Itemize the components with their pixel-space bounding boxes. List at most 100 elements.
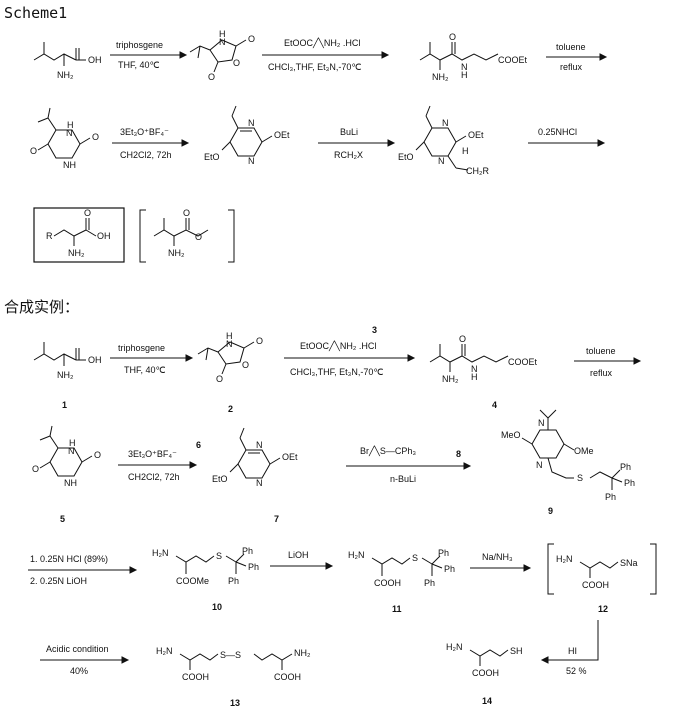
step-reagent-above: triphosgene (116, 40, 163, 50)
svg-text:NH₂: NH₂ (442, 374, 459, 384)
svg-text:14: 14 (482, 696, 492, 706)
nca-structure: H N O O O (189, 29, 255, 82)
svg-text:BuLi: BuLi (340, 127, 358, 137)
svg-text:O: O (242, 360, 249, 370)
svg-text:12: 12 (598, 604, 608, 614)
svg-text:N: N (538, 418, 545, 428)
svg-text:OEt: OEt (282, 452, 298, 462)
svg-text:NH: NH (63, 160, 76, 170)
svg-text:Ph: Ph (424, 578, 435, 588)
svg-text:Ph: Ph (242, 546, 253, 556)
svg-text:O: O (449, 32, 456, 42)
svg-text:N: N (442, 118, 449, 128)
hydroxyl-label: OH (88, 55, 102, 65)
svg-text:reflux: reflux (590, 368, 613, 378)
svg-text:O: O (208, 72, 215, 82)
svg-text:H₂N: H₂N (152, 548, 169, 558)
svg-text:THF, 40℃: THF, 40℃ (124, 365, 166, 375)
svg-text:COOH: COOH (274, 672, 301, 682)
diketopiperazine-structure: H N O O NH (30, 107, 99, 170)
svg-text:O: O (183, 208, 190, 218)
svg-text:3: 3 (372, 325, 377, 335)
synthesis-example-title: 合成实例： (4, 298, 79, 316)
svg-text:11: 11 (392, 604, 402, 614)
svg-text:H: H (67, 120, 74, 130)
svg-text:NH: NH (64, 478, 77, 488)
svg-text:COOEt: COOEt (508, 357, 538, 367)
svg-text:O: O (256, 336, 263, 346)
svg-text:NH₂: NH₂ (68, 248, 85, 258)
svg-text:H: H (471, 372, 478, 382)
svg-text:N: N (536, 460, 543, 470)
svg-text:O: O (92, 132, 99, 142)
svg-text:CH2Cl2, 72h: CH2Cl2, 72h (128, 472, 180, 482)
svg-text:NH₂: NH₂ (168, 248, 185, 258)
svg-text:N: N (256, 478, 263, 488)
svg-text:CHCl₃,THF, Et₃N,-70℃: CHCl₃,THF, Et₃N,-70℃ (290, 367, 383, 377)
svg-text:toluene: toluene (556, 42, 586, 52)
compound-2-structure: H N O O O (197, 331, 263, 384)
svg-text:Br╱╲S—CPh₃: Br╱╲S—CPh₃ (360, 445, 416, 457)
svg-text:H: H (461, 70, 468, 80)
product-box (33, 207, 125, 263)
svg-text:reflux: reflux (560, 62, 583, 72)
svg-text:4: 4 (492, 400, 497, 410)
svg-text:SNa: SNa (620, 558, 638, 568)
svg-text:SH: SH (510, 646, 523, 656)
svg-text:S—S: S—S (220, 650, 241, 660)
svg-text:EtOOC╱╲NH₂ .HCl: EtOOC╱╲NH₂ .HCl (300, 340, 376, 352)
compound-1-structure: OH NH₂ (33, 342, 102, 380)
svg-text:H: H (219, 29, 226, 39)
svg-text:O: O (195, 232, 202, 242)
svg-text:Ph: Ph (248, 562, 259, 572)
svg-text:COOH: COOH (472, 668, 499, 678)
step-condition-below: THF, 40℃ (118, 60, 160, 70)
svg-text:R: R (46, 231, 53, 241)
svg-text:0.25NHCl: 0.25NHCl (538, 127, 577, 137)
svg-text:NH₂: NH₂ (294, 648, 311, 658)
svg-text:N: N (68, 446, 75, 456)
svg-text:H: H (69, 438, 76, 448)
svg-text:8: 8 (456, 449, 461, 459)
svg-text:Ph: Ph (228, 576, 239, 586)
svg-text:O: O (233, 58, 240, 68)
compound-number: 1 (62, 400, 67, 410)
svg-text:N: N (438, 156, 445, 166)
scheme-title: Scheme1 (4, 4, 67, 22)
svg-text:40%: 40% (70, 666, 88, 676)
bislactim-ether-structure: N OEt EtO N (204, 105, 290, 166)
svg-text:O: O (216, 374, 223, 384)
svg-text:NH₂: NH₂ (57, 370, 74, 380)
svg-text:1. 0.25N HCl (89%): 1. 0.25N HCl (89%) (30, 554, 108, 564)
svg-text:O: O (30, 146, 37, 156)
compound-14-structure: H₂N SH COOH (446, 642, 523, 678)
svg-text:N: N (66, 128, 73, 138)
svg-text:H₂N: H₂N (556, 554, 573, 564)
svg-text:N: N (226, 339, 233, 349)
svg-text:OMe: OMe (574, 446, 594, 456)
svg-text:3Et₃O⁺BF₄⁻: 3Et₃O⁺BF₄⁻ (128, 449, 177, 459)
svg-text:OEt: OEt (274, 130, 290, 140)
svg-text:O: O (84, 208, 91, 218)
svg-text:N: N (248, 118, 255, 128)
svg-text:H₂N: H₂N (348, 550, 365, 560)
valine-methyl-ester-byproduct: O O NH₂ (139, 208, 235, 263)
svg-text:HI: HI (568, 646, 577, 656)
svg-text:COOMe: COOMe (176, 576, 209, 586)
amine-label: NH₂ (57, 70, 74, 80)
svg-text:3Et₃O⁺BF₄⁻: 3Et₃O⁺BF₄⁻ (120, 127, 169, 137)
svg-text:Ph: Ph (624, 478, 635, 488)
svg-text:CHCl₃,THF, Et₃N,-70℃: CHCl₃,THF, Et₃N,-70℃ (268, 62, 361, 72)
compound-4-structure: O N H COOEt NH₂ (429, 334, 538, 384)
svg-text:6: 6 (196, 440, 201, 450)
alkylated-bislactim-structure: N OEt EtO N H CH₂R (398, 105, 489, 176)
svg-text:S: S (216, 551, 222, 561)
svg-text:EtO: EtO (212, 474, 228, 484)
amino-acid-product-structure: R O OH NH₂ (46, 208, 111, 258)
svg-text:COOEt: COOEt (498, 55, 528, 65)
svg-text:EtOOC╱╲NH₂ .HCl: EtOOC╱╲NH₂ .HCl (284, 37, 360, 49)
svg-text:RCH₂X: RCH₂X (334, 150, 363, 160)
svg-text:LiOH: LiOH (288, 550, 309, 560)
svg-text:N: N (471, 364, 478, 374)
svg-text:9: 9 (548, 506, 553, 516)
